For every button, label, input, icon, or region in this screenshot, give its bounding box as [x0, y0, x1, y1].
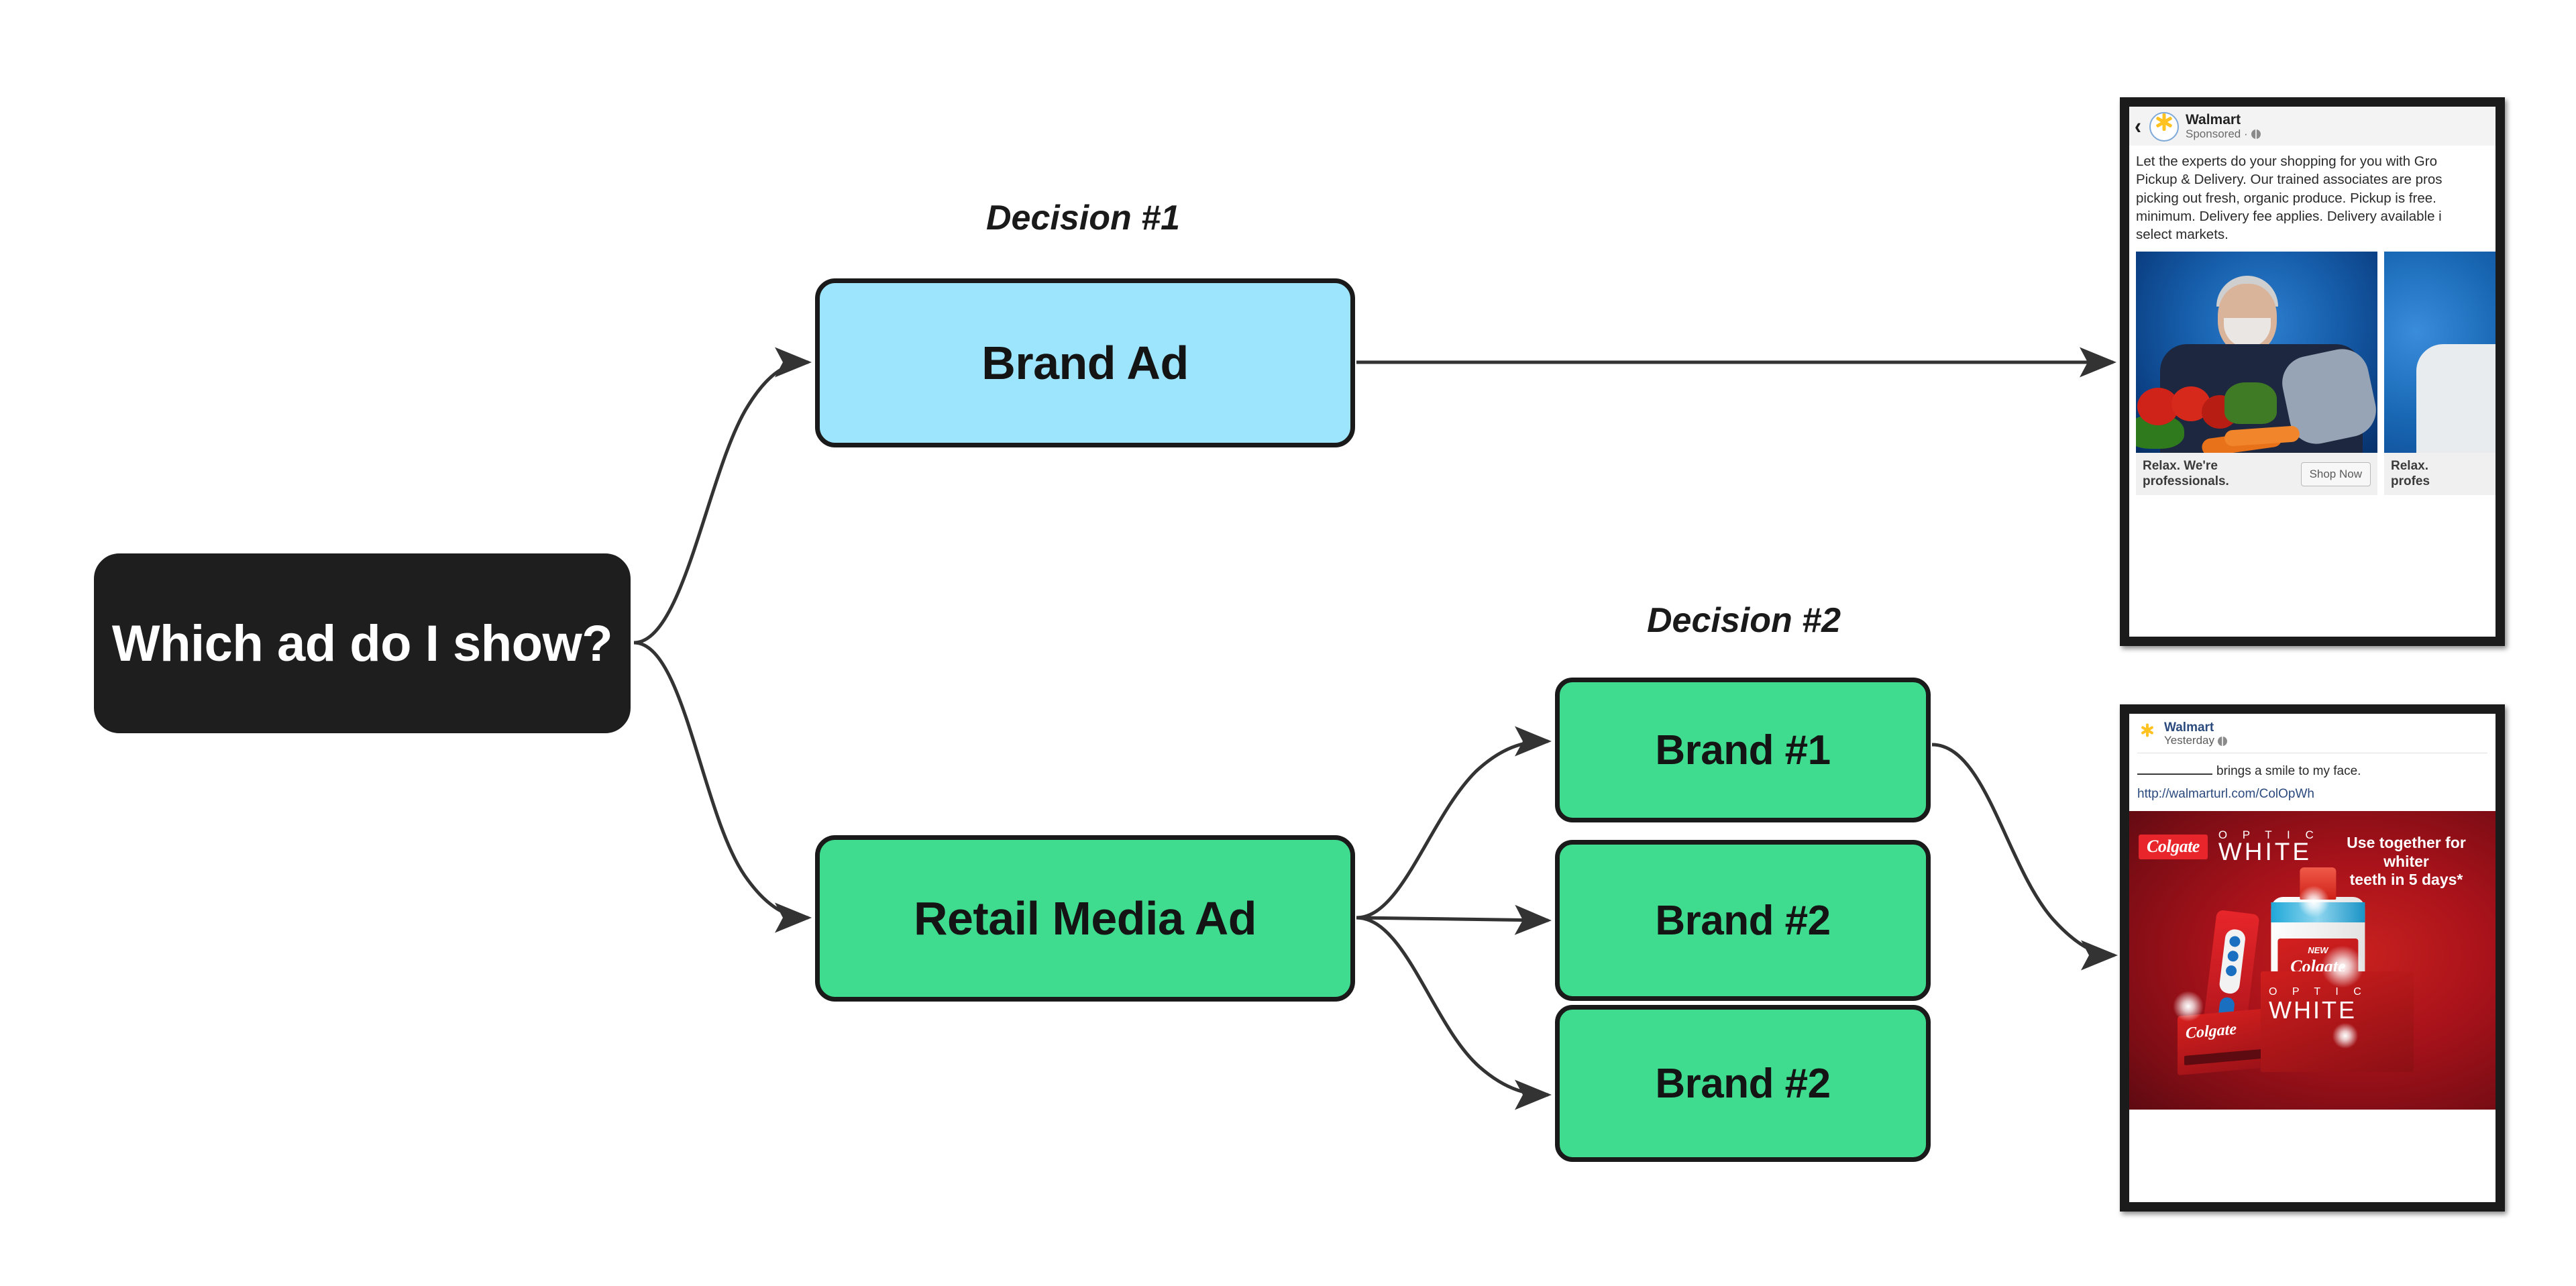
colgate-ad-copy: brings a smile to my face.: [2129, 753, 2496, 783]
walmart-ad-sponsored-label: Sponsored ·: [2186, 127, 2248, 141]
bristle-dot: [2229, 935, 2241, 948]
optic-white-lockup: O P T I C WHITE: [2218, 828, 2320, 865]
node-brand-1[interactable]: Brand #1: [1555, 678, 1931, 822]
edge-retail-to-brand2a: [1356, 904, 1552, 935]
walmart-ad-body-line: minimum. Delivery fee applies. Delivery …: [2136, 208, 2442, 224]
carousel-card-footer: Relax. We're professionals. Shop Now: [2136, 453, 2377, 496]
edge-retail-to-brand2b: [1356, 916, 1552, 1110]
produce-basket: [2136, 380, 2314, 453]
white-word: WHITE: [2218, 837, 2312, 865]
caption-line: Relax. We're: [2143, 459, 2218, 474]
node-brand-2a[interactable]: Brand #2: [1555, 840, 1931, 1001]
associate-coat: [2416, 344, 2496, 453]
node-retail-media-ad-label: Retail Media Ad: [913, 892, 1257, 945]
colgate-ad-timestamp: Yesterday: [2164, 734, 2214, 747]
walmart-ad-body-line: Let the experts do your shopping for you…: [2136, 154, 2437, 169]
node-brand-2a-label: Brand #2: [1655, 897, 1831, 944]
box-white: WHITE: [2269, 996, 2357, 1024]
walmart-ad-body-line: picking out fresh, organic produce. Pick…: [2136, 190, 2436, 206]
toothbrush-head: [2218, 928, 2247, 995]
node-brand-ad[interactable]: Brand Ad: [815, 278, 1355, 447]
caption-line: profes: [2391, 474, 2430, 488]
walmart-spark-logo-icon: [2149, 112, 2179, 142]
walmart-ad-header: ‹ Walmart Sponsored ·: [2129, 107, 2496, 146]
colgate-ad-page-name: Walmart: [2164, 720, 2214, 735]
walmart-ad-body-line: select markets.: [2136, 227, 2229, 242]
sparkle-icon: [2296, 883, 2332, 920]
sparkle-icon: [2171, 988, 2206, 1024]
caption-line: Relax.: [2391, 459, 2428, 474]
chevron-left-icon[interactable]: ‹: [2135, 113, 2141, 140]
colgate-ad-link[interactable]: http://walmarturl.com/ColOpWh: [2137, 786, 2314, 801]
edge-brand1-to-colgate: [1931, 743, 2118, 971]
walmart-ad-page-meta: Walmart Sponsored ·: [2186, 113, 2261, 140]
walmart-ad-sponsored-row: Sponsored ·: [2186, 127, 2261, 141]
claim-line: Use together for whiter: [2347, 833, 2466, 870]
caption-line: professionals.: [2143, 474, 2229, 488]
fill-in-blank: [2137, 764, 2212, 775]
walmart-associate-photo-2: [2384, 252, 2496, 453]
colgate-claim: Use together for whiter teeth in 5 days*: [2329, 834, 2483, 890]
claim-line: teeth in 5 days*: [2349, 871, 2463, 889]
sparkle-icon: [2330, 1020, 2360, 1051]
node-brand-2b[interactable]: Brand #2: [1555, 1005, 1931, 1162]
carousel-card-caption: Relax. profes: [2391, 459, 2430, 489]
walmart-ad-carousel[interactable]: Relax. We're professionals. Shop Now Rel…: [2129, 252, 2496, 496]
colgate-ad-page-meta: Walmart Yesterday: [2164, 720, 2227, 747]
carrot: [2223, 425, 2300, 447]
globe-icon: [2217, 736, 2227, 746]
shop-now-button[interactable]: Shop Now: [2300, 462, 2371, 486]
globe-icon: [2251, 129, 2261, 140]
colgate-ad-copy-text: brings a smile to my face.: [2216, 763, 2361, 778]
optic-word: O P T I C: [2218, 828, 2320, 841]
colgate-ad-timestamp-row: Yesterday: [2164, 735, 2227, 747]
edge-retail-to-brand1: [1356, 726, 1552, 920]
walmart-ad-body-text: Let the experts do your shopping for you…: [2129, 146, 2496, 252]
node-brand-2b-label: Brand #2: [1655, 1060, 1831, 1107]
node-root-label: Which ad do I show?: [111, 614, 613, 672]
broccoli: [2224, 382, 2277, 425]
node-brand-1-label: Brand #1: [1655, 727, 1831, 773]
carousel-card-footer: Relax. profes: [2384, 453, 2496, 496]
carton-brand: Colgate: [2186, 1020, 2237, 1042]
walmart-ad-body-line: Pickup & Delivery. Our trained associate…: [2136, 172, 2443, 188]
colgate-lockup: Colgate O P T I C WHITE: [2139, 828, 2320, 865]
node-brand-ad-label: Brand Ad: [981, 337, 1189, 389]
walmart-ad-page-name: Walmart: [2186, 112, 2241, 128]
colgate-ad-frame: Walmart Yesterday brings a smile to my f…: [2129, 714, 2496, 1202]
carousel-card[interactable]: Relax. We're professionals. Shop Now: [2136, 252, 2377, 496]
walmart-brand-ad-screenshot: ‹ Walmart Sponsored ·: [2120, 97, 2505, 646]
carousel-card-caption: Relax. We're professionals.: [2143, 459, 2229, 489]
colgate-retail-media-ad-screenshot: Walmart Yesterday brings a smile to my f…: [2120, 704, 2505, 1212]
bristle-dot: [2225, 965, 2237, 977]
carousel-card[interactable]: Relax. profes: [2384, 252, 2496, 496]
colgate-ad-header: Walmart Yesterday: [2129, 714, 2496, 753]
walmart-associate-photo: [2136, 252, 2377, 453]
colgate-optic-white-creative[interactable]: Colgate O P T I C WHITE Use together for…: [2129, 810, 2496, 1110]
colgate-wordmark: Colgate: [2139, 834, 2208, 859]
edge-root-to-brand-ad: [633, 347, 812, 645]
decision-2-label: Decision #2: [1647, 601, 1841, 640]
walmart-spark-logo-icon: [2137, 723, 2157, 744]
edge-root-to-retail-ad: [633, 641, 812, 933]
decision-1-label: Decision #1: [986, 199, 1181, 237]
sparkle-icon: [2318, 942, 2367, 991]
node-root-question[interactable]: Which ad do I show?: [94, 553, 631, 733]
bristle-dot: [2226, 950, 2239, 963]
node-retail-media-ad[interactable]: Retail Media Ad: [815, 835, 1355, 1002]
walmart-ad-frame: ‹ Walmart Sponsored ·: [2129, 107, 2496, 637]
